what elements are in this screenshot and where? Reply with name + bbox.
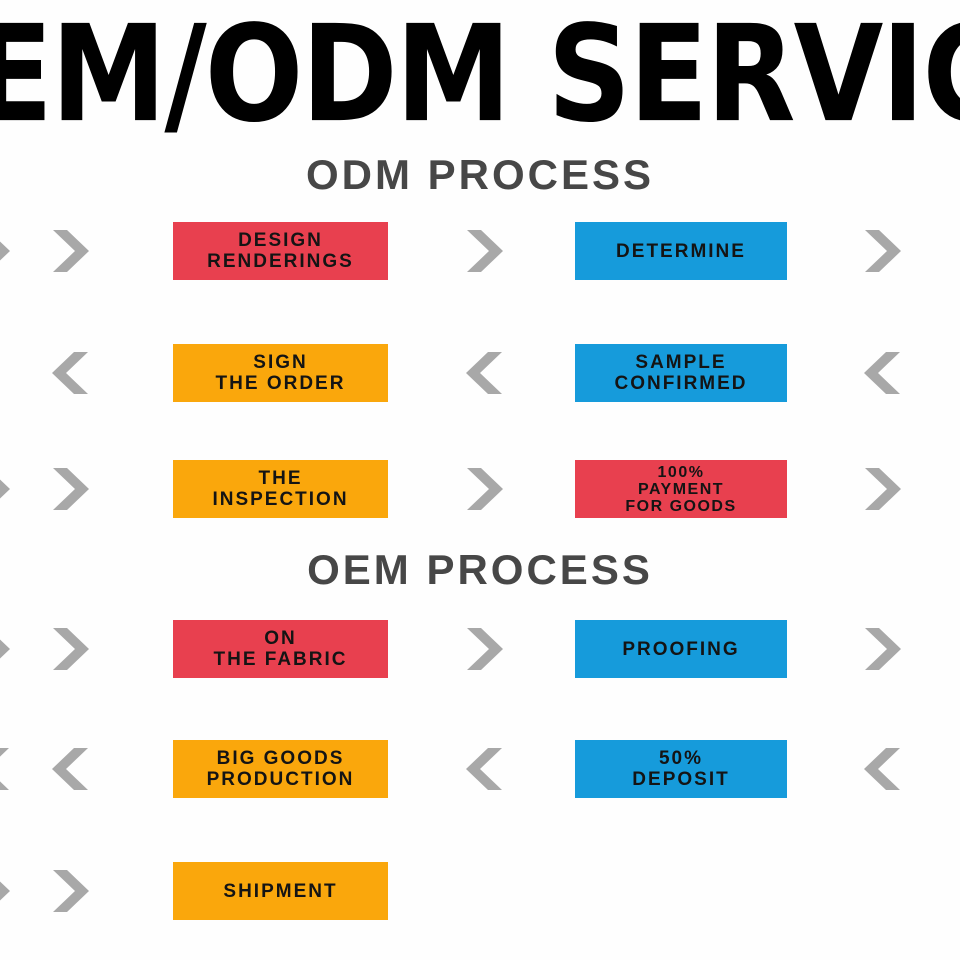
process-step-label: BIG GOODS — [216, 748, 345, 769]
arrow-right-icon — [52, 230, 89, 272]
process-step-label: CONFIRMED — [614, 373, 748, 394]
process-step-label: INSPECTION — [212, 489, 349, 510]
process-step-box: PROOFING — [575, 620, 787, 678]
arrow-left-icon — [864, 352, 901, 394]
process-step-box: DETERMINE — [575, 222, 787, 280]
arrow-right-icon — [0, 870, 10, 912]
process-step-label: THE — [258, 468, 303, 489]
process-step-label: PRODUCTION — [206, 769, 355, 790]
arrow-right-icon — [466, 230, 503, 272]
process-step-label: SHIPMENT — [223, 880, 338, 902]
process-step-label: THE FABRIC — [213, 649, 348, 670]
process-step-label: DESIGN — [238, 230, 323, 251]
arrow-right-icon — [52, 870, 89, 912]
process-step-label: 50% — [658, 748, 704, 769]
page-title: OEM/ODM SERVICE — [0, 0, 960, 153]
arrow-left-icon — [466, 748, 503, 790]
process-step-label: THE ORDER — [215, 373, 346, 394]
process-row: SHIPMENT — [0, 862, 960, 920]
arrow-right-icon — [0, 628, 10, 670]
arrow-left-icon — [0, 748, 10, 790]
arrow-right-icon — [864, 230, 901, 272]
process-step-label: PAYMENT — [637, 480, 725, 498]
arrow-right-icon — [0, 230, 10, 272]
process-step-label: ON — [264, 628, 297, 649]
arrow-left-icon — [864, 748, 901, 790]
process-step-label: 100% — [657, 463, 705, 481]
arrow-right-icon — [466, 628, 503, 670]
process-step-label: PROOFING — [622, 638, 740, 660]
process-step-label: FOR GOODS — [625, 497, 737, 515]
arrow-right-icon — [864, 468, 901, 510]
arrow-right-icon — [0, 468, 10, 510]
arrow-right-icon — [52, 468, 89, 510]
process-step-label: SIGN — [253, 352, 308, 373]
process-step-label: SAMPLE — [635, 352, 727, 373]
section-heading-oem: OEM PROCESS — [307, 546, 653, 593]
process-step-box: 50%DEPOSIT — [575, 740, 787, 798]
arrow-right-icon — [466, 468, 503, 510]
arrow-right-icon — [864, 628, 901, 670]
arrow-left-icon — [466, 352, 503, 394]
process-step-label: RENDERINGS — [207, 251, 354, 272]
arrow-left-icon — [52, 748, 89, 790]
process-step-label: DEPOSIT — [632, 769, 730, 790]
process-step-box: SHIPMENT — [173, 862, 388, 920]
section-heading-odm: ODM PROCESS — [305, 151, 655, 198]
process-step-label: DETERMINE — [616, 240, 746, 262]
arrow-right-icon — [52, 628, 89, 670]
arrow-left-icon — [52, 352, 89, 394]
